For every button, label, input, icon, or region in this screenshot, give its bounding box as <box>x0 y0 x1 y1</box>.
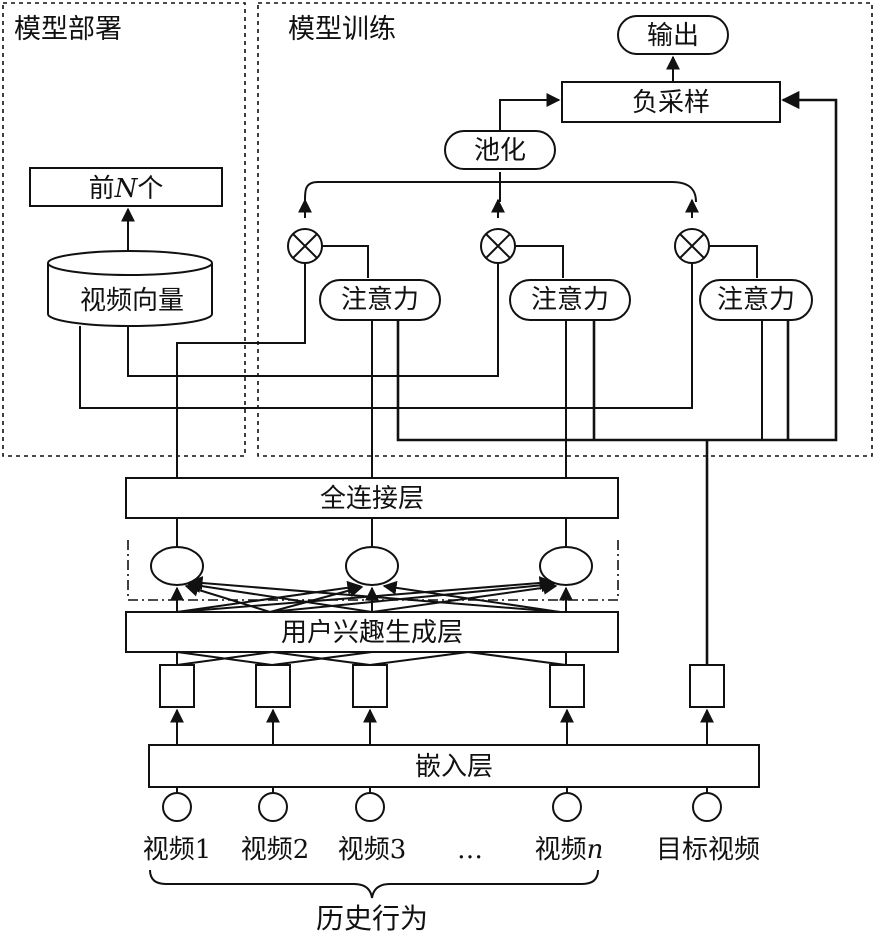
embedding-to-interest-lines <box>176 651 567 666</box>
target-video-label: 目标视频 <box>656 835 760 865</box>
interest-node-3 <box>539 546 593 586</box>
negative-sampling-box <box>561 81 781 123</box>
video-label-1: 视频1 <box>143 835 212 865</box>
video-label-n: 视频n <box>535 835 604 865</box>
embedding-vector-1 <box>159 664 195 708</box>
embedding-label: 嵌入层 <box>415 752 493 782</box>
multiply-icon <box>287 228 323 264</box>
embedding-up-arrows <box>170 708 714 745</box>
embedding-vector-2 <box>255 664 291 708</box>
input-nodes <box>162 787 722 822</box>
fully-connected-label: 全连接层 <box>320 484 424 514</box>
attention-label-1: 注意力 <box>341 285 419 315</box>
database-icon <box>47 250 213 327</box>
output-node <box>617 15 729 55</box>
top-n-label: 前N个 <box>89 174 164 204</box>
history-brace <box>149 869 599 899</box>
video-label-2: 视频2 <box>241 835 310 865</box>
video-vectors-label: 视频向量 <box>80 286 184 316</box>
embedding-layer <box>148 744 760 788</box>
train-region-label: 模型训练 <box>288 14 396 45</box>
deploy-region <box>2 2 246 457</box>
att2-to-mul2-line <box>515 245 564 278</box>
att3-to-mul3-line <box>709 245 758 278</box>
user-interest-layer <box>125 611 619 653</box>
top-n-box <box>29 167 223 207</box>
attention-node-3 <box>699 279 813 321</box>
video-label-3: 视频3 <box>338 835 407 865</box>
pooling-to-neg-arrow <box>499 93 561 131</box>
interest-node-1 <box>150 546 204 586</box>
ellipsis-label: … <box>457 835 483 865</box>
fully-connected-layer <box>125 477 619 519</box>
attention-node-1 <box>319 279 441 321</box>
deploy-region-label: 模型部署 <box>14 14 122 45</box>
history-caption: 历史行为 <box>316 902 428 935</box>
negative-sampling-label: 负采样 <box>632 88 710 118</box>
vectors-to-mul2-line <box>127 263 499 377</box>
pooling-brace <box>303 172 697 203</box>
embedding-vector-target <box>689 664 725 708</box>
embedding-vector-n <box>549 664 585 708</box>
train-region <box>257 2 873 457</box>
target-to-neg-line <box>396 90 838 442</box>
multiply-icon <box>674 228 710 264</box>
attention-label-3: 注意力 <box>717 285 795 315</box>
routing-arrows <box>170 576 573 613</box>
interest-node-2 <box>345 546 399 586</box>
vectors-to-mul3-line <box>79 263 693 409</box>
att1-to-mul1-line <box>322 245 369 278</box>
fc-to-mul1-line <box>176 263 306 478</box>
attention-label-2: 注意力 <box>531 285 609 315</box>
user-interest-label: 用户兴趣生成层 <box>281 618 463 648</box>
attention-node-2 <box>509 279 631 321</box>
embedding-vector-3 <box>352 664 388 708</box>
output-label: 输出 <box>647 21 699 51</box>
pooling-label: 池化 <box>474 136 526 166</box>
multiply-icon <box>480 228 516 264</box>
